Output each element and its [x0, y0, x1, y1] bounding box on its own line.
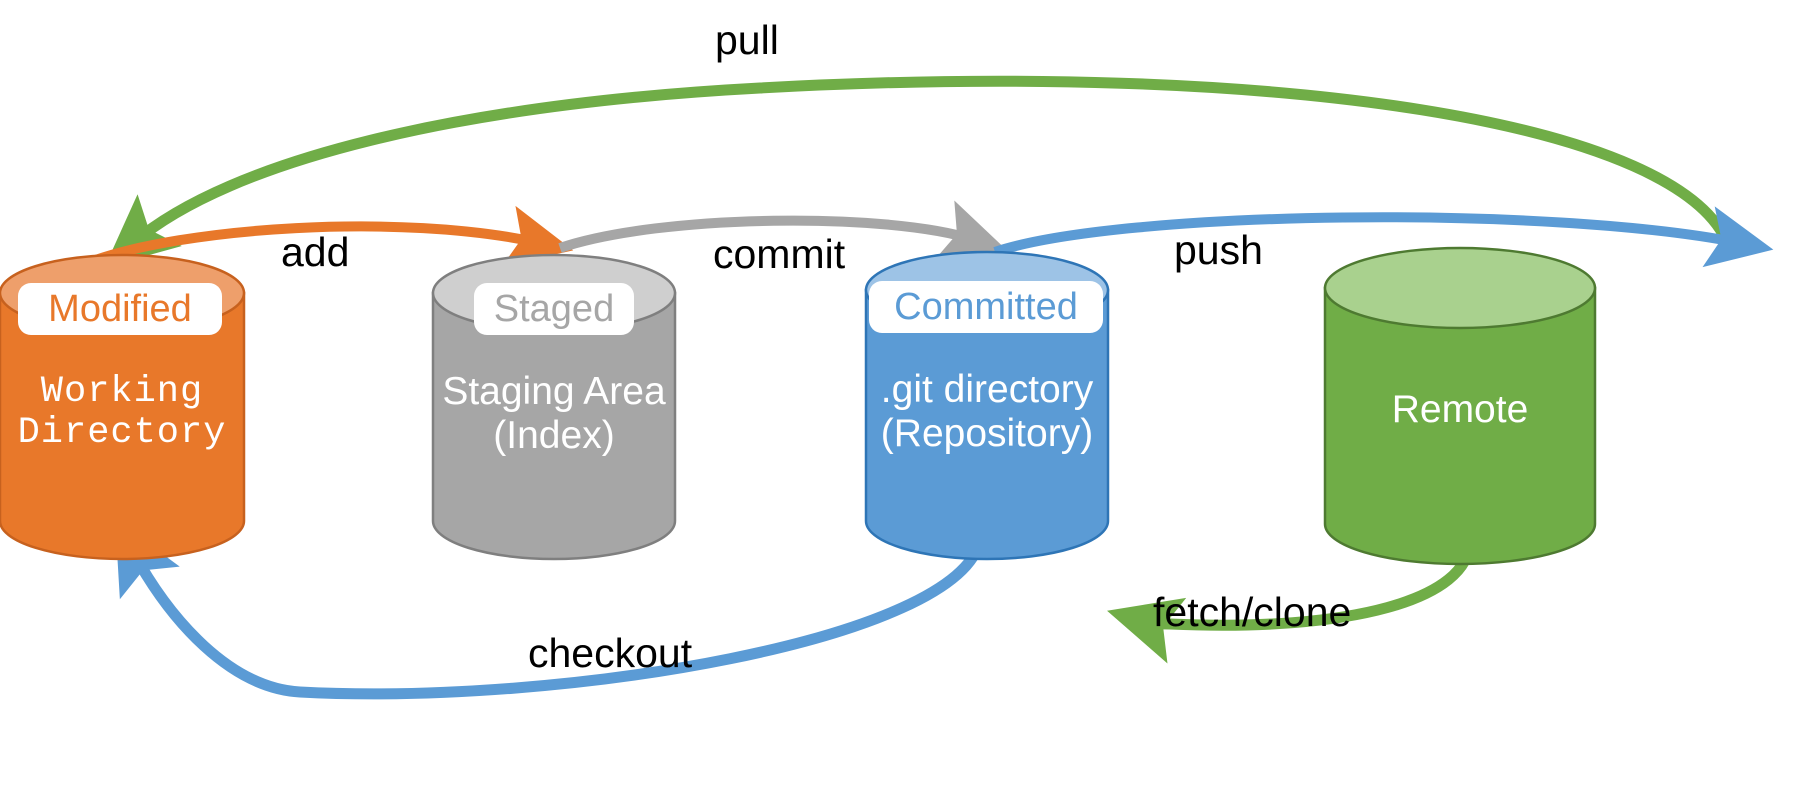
- arrow-checkout: [115, 519, 986, 700]
- arrow-label-add: add: [281, 229, 350, 275]
- cylinder-label-working-directory: Working Directory: [17, 371, 227, 455]
- arrow-push: [993, 206, 1774, 268]
- arrow-label-commit: commit: [713, 231, 846, 277]
- badge-staged: Staged: [474, 283, 634, 335]
- arrow-add: [88, 205, 574, 267]
- arrow-label-checkout: checkout: [528, 630, 693, 676]
- cylinder-label-staging-area: Staging Area (Index): [442, 370, 666, 457]
- arrow-fetch-clone: [1107, 539, 1476, 664]
- arrow-label-pull: pull: [715, 17, 779, 63]
- cylinder-label-remote: Remote: [1391, 388, 1529, 431]
- arrow-pull: [104, 75, 1736, 268]
- cylinder-remote[interactable]: [1323, 246, 1597, 566]
- badge-modified: Modified: [18, 283, 222, 335]
- arrow-label-push: push: [1174, 227, 1263, 273]
- cylinder-label-git-directory: .git directory (Repository): [880, 368, 1094, 455]
- badge-committed: Committed: [869, 281, 1103, 333]
- arrow-commit: [558, 200, 1008, 260]
- arrow-label-fetch-clone: fetch/clone: [1153, 589, 1352, 635]
